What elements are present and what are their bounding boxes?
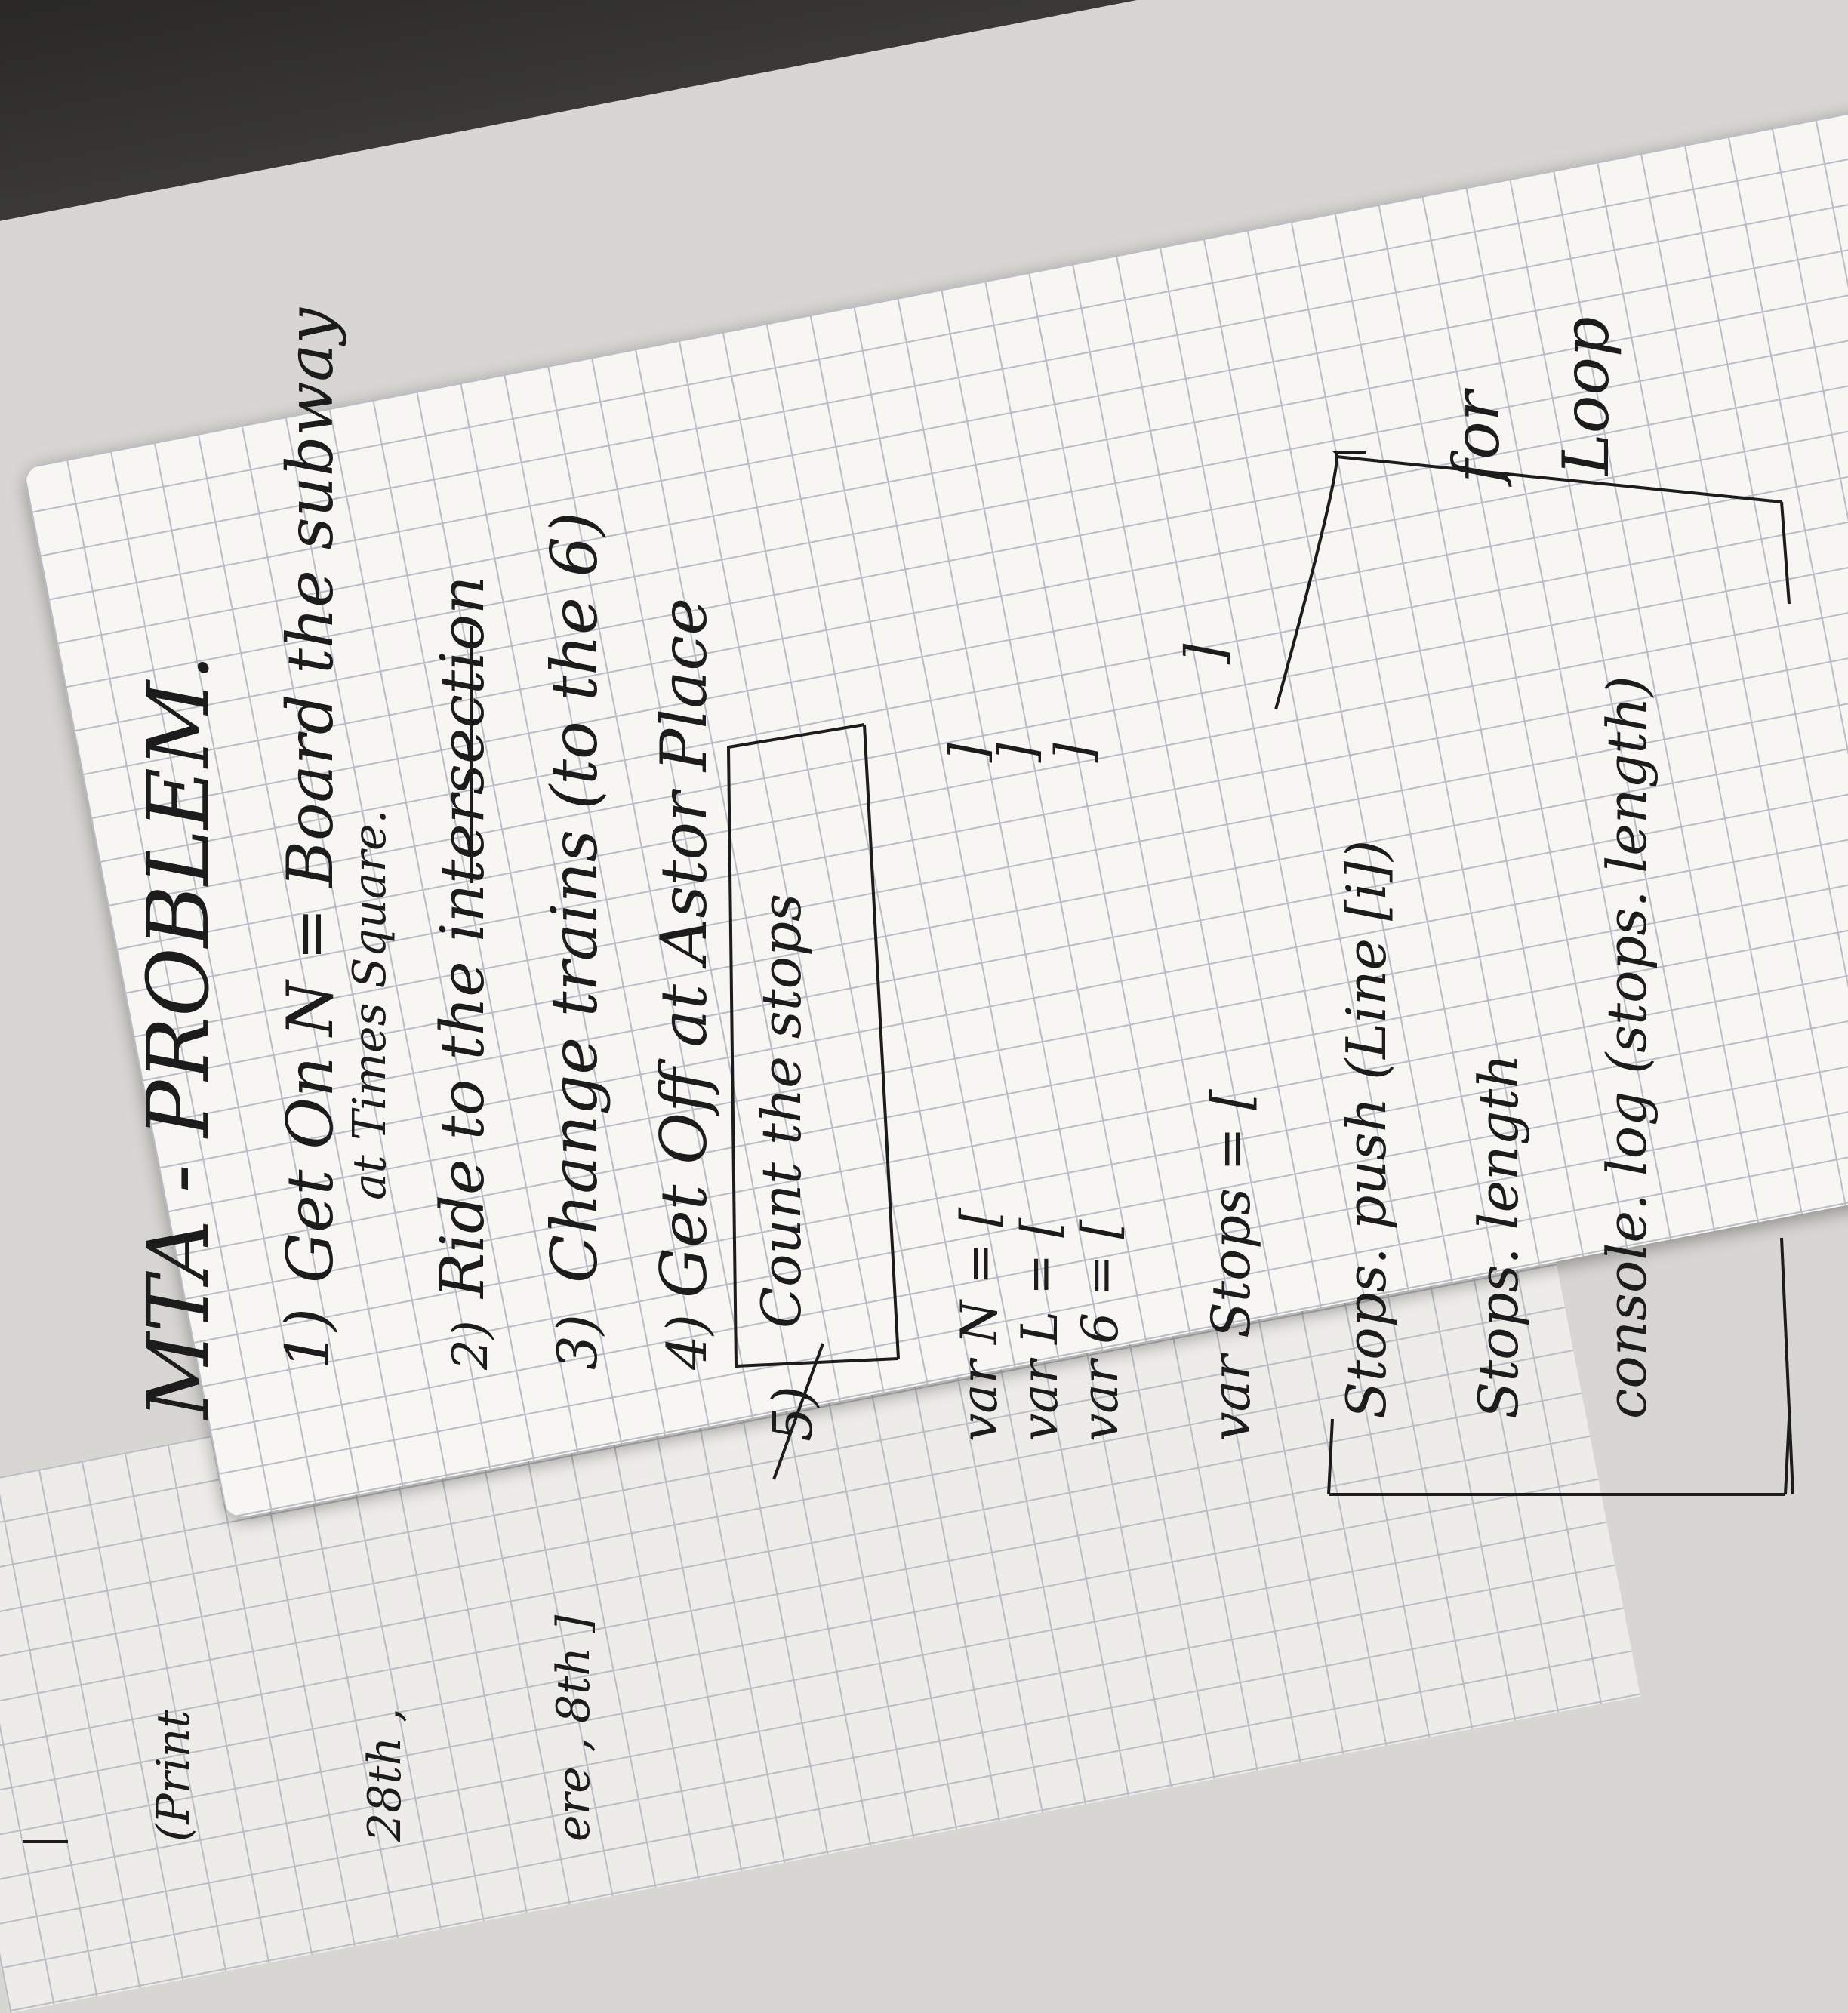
code-line: Stops. length [1467, 1054, 1530, 1419]
slash-mark [772, 1343, 824, 1480]
code-block: Stops. push (Line [i]) Stops. length con… [1274, 316, 1794, 1496]
bracket-top [1274, 451, 1791, 710]
step-box-edge [863, 724, 900, 1359]
step-number: 4) [655, 1314, 719, 1371]
stops-close: ] [1174, 643, 1236, 665]
loop-note: Loop [1549, 316, 1623, 477]
bracket-bottom [1327, 1418, 1791, 1496]
code-line: console. log (stops. length) [1595, 676, 1659, 1419]
handwriting-layer: MTA - PROBLEM. 1) Get On N = Board the s… [23, 307, 1794, 1843]
var-declaration: var N = [ [950, 1207, 1009, 1442]
steps-list: 1) Get On N = Board the subway at Times … [273, 307, 900, 1480]
step-text: Ride to the intersection [427, 576, 497, 1300]
step-text: Get Off at Astor Place [647, 598, 721, 1298]
step-number: 1) [273, 1308, 343, 1370]
code-line: Stops. push (Line [i]) [1335, 840, 1398, 1419]
step-number: 2) [443, 1320, 499, 1371]
step-text: Change trains (to the 6) [537, 512, 611, 1283]
bracket-right [1780, 1237, 1794, 1495]
var-declaration: var 6 = [ [1071, 1219, 1129, 1442]
loop-note: for [1440, 387, 1514, 488]
step-text: Count the stops [750, 894, 813, 1328]
back-note: (Print [147, 1710, 200, 1842]
vars-block: var N = [ ] var L = [ ] var 6 = [ ] var … [939, 643, 1262, 1442]
back-page-notes: (Print 28th , ere , 8th ] [23, 1614, 600, 1843]
page-title: MTA - PROBLEM. [130, 654, 228, 1420]
stops-declaration: var Stops = [ [1200, 1089, 1262, 1442]
step-number: 3) [546, 1314, 609, 1370]
step-number: 5) [761, 1386, 824, 1442]
back-note: 28th , [359, 1708, 411, 1842]
back-note: ere , 8th ] [547, 1614, 600, 1842]
step-text: Get On N = Board the subway [273, 307, 347, 1283]
step-text: at Times Square. [343, 809, 396, 1200]
var-close: ] [988, 743, 1046, 763]
var-close: ] [1045, 743, 1103, 763]
bracket-top-edge [1335, 455, 1782, 503]
var-declaration: var L = [ [1011, 1217, 1069, 1442]
var-close: ] [939, 743, 997, 763]
